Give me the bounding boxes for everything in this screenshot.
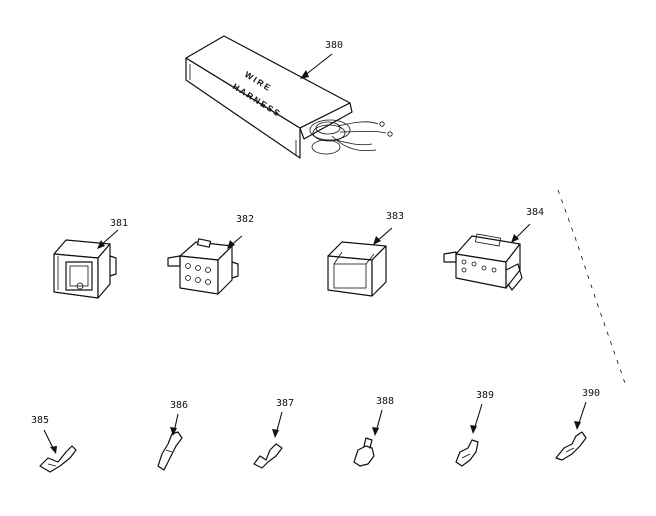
wire-harness-box: WIRE HARNESS [185, 35, 393, 159]
terminal-390 [555, 431, 587, 461]
part-number-384: 384 [526, 207, 544, 218]
part-number-390: 390 [582, 388, 600, 399]
part-number-389: 389 [476, 390, 494, 401]
terminal-389 [455, 439, 479, 467]
connector-384 [443, 233, 523, 291]
part-number-388: 388 [376, 396, 394, 407]
callout-387: 387 [272, 398, 294, 438]
terminal-388 [353, 437, 375, 467]
part-number-382: 382 [236, 214, 254, 225]
dashed-edge-line [557, 189, 627, 387]
callout-380: 380 [300, 40, 343, 79]
connector-381 [53, 239, 117, 299]
part-number-387: 387 [276, 398, 294, 409]
part-number-386: 386 [170, 400, 188, 411]
callout-390: 390 [574, 388, 600, 430]
part-number-381: 381 [110, 218, 128, 229]
callout-388: 388 [372, 396, 394, 436]
terminal-385 [39, 445, 77, 473]
connector-383 [327, 241, 387, 297]
connector-382 [167, 238, 239, 295]
terminal-386 [157, 431, 183, 471]
callout-384: 384 [511, 207, 544, 243]
callout-385: 385 [31, 415, 57, 454]
part-number-385: 385 [31, 415, 49, 426]
callout-382: 382 [227, 214, 254, 249]
part-number-380: 380 [325, 40, 343, 51]
callout-386: 386 [170, 400, 188, 436]
callout-389: 389 [470, 390, 494, 434]
terminal-387 [253, 443, 283, 469]
callout-381: 381 [97, 218, 128, 249]
part-number-383: 383 [386, 211, 404, 222]
callout-383: 383 [373, 211, 404, 245]
